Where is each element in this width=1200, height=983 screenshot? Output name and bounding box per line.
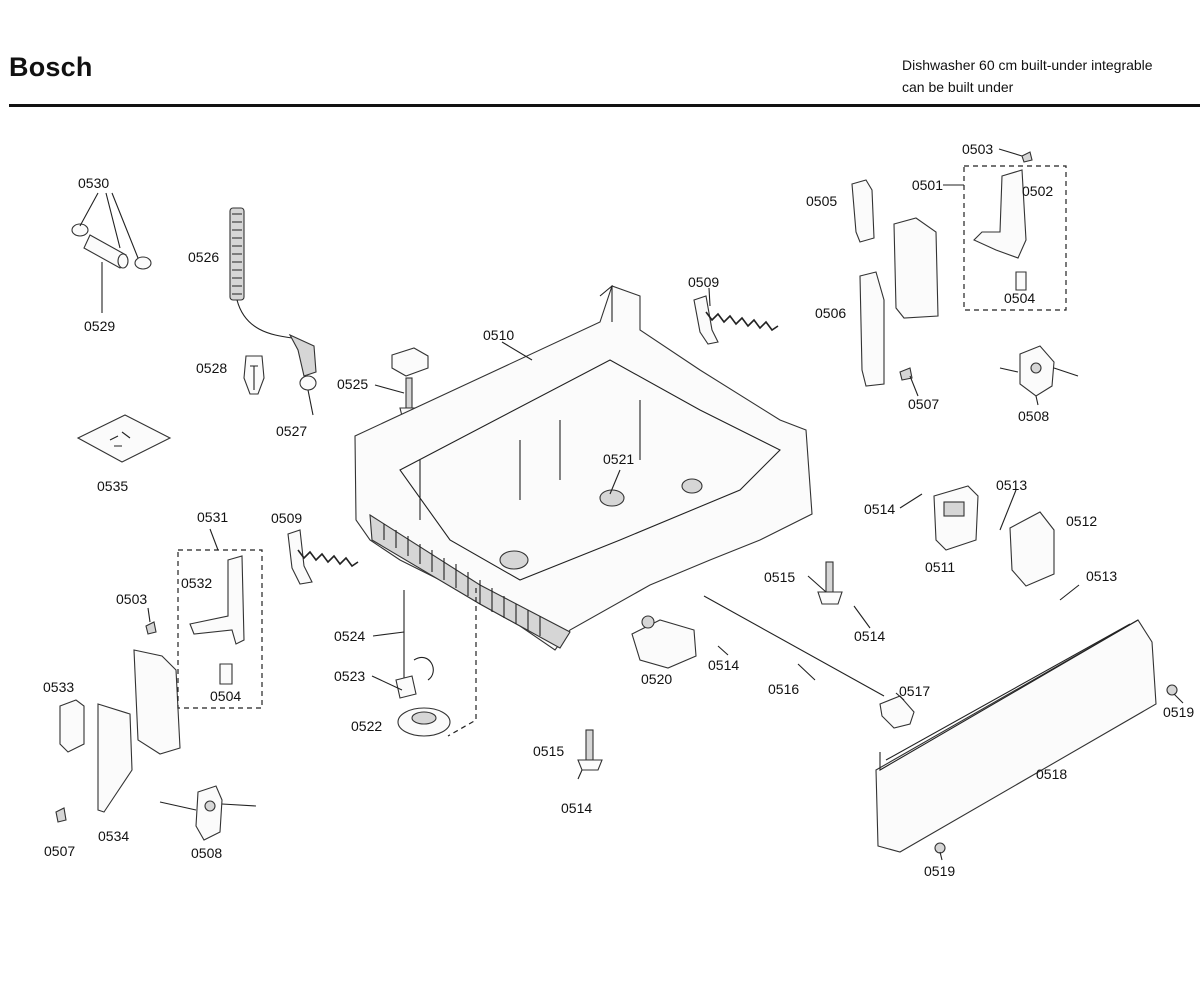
label-0509-top: 0509 bbox=[688, 274, 719, 290]
corrugated-hose-part bbox=[229, 207, 317, 391]
label-0508-right: 0508 bbox=[1018, 408, 1049, 424]
label-0518: 0518 bbox=[1036, 766, 1067, 782]
label-0506: 0506 bbox=[815, 305, 846, 321]
label-0512: 0512 bbox=[1066, 513, 1097, 529]
label-0524: 0524 bbox=[334, 628, 365, 644]
group-line-0522 bbox=[447, 588, 477, 737]
label-0515-right: 0515 bbox=[764, 569, 795, 585]
hinge-plate-left-part bbox=[97, 555, 245, 813]
label-0514-d: 0514 bbox=[561, 800, 592, 816]
header-rule bbox=[9, 104, 1200, 107]
label-0526: 0526 bbox=[188, 249, 219, 265]
label-0505: 0505 bbox=[806, 193, 837, 209]
label-0503-left: 0503 bbox=[116, 591, 147, 607]
label-0514-c: 0514 bbox=[708, 657, 739, 673]
screw-small-parts bbox=[55, 151, 1033, 823]
label-0509-left: 0509 bbox=[271, 510, 302, 526]
label-0515-lower: 0515 bbox=[533, 743, 564, 759]
drain-valve-part bbox=[631, 615, 697, 669]
base-frame-part bbox=[354, 284, 813, 651]
hinge-spring-left-part bbox=[287, 529, 359, 585]
label-0513-right: 0513 bbox=[1086, 568, 1117, 584]
label-0514-a: 0514 bbox=[864, 501, 895, 517]
label-0507-right: 0507 bbox=[908, 396, 939, 412]
label-0527: 0527 bbox=[276, 423, 307, 439]
label-0533: 0533 bbox=[43, 679, 74, 695]
label-0522: 0522 bbox=[351, 718, 382, 734]
sleeve-with-clamps-part bbox=[71, 223, 152, 270]
label-0529: 0529 bbox=[84, 318, 115, 334]
hinge-plate-right-part bbox=[851, 169, 1027, 387]
brand-title: Bosch bbox=[9, 52, 93, 82]
label-0530: 0530 bbox=[78, 175, 109, 191]
screw-bag-part bbox=[76, 414, 172, 463]
label-0519-right: 0519 bbox=[1163, 704, 1194, 720]
kickboard-screw-parts bbox=[934, 684, 1178, 854]
label-0521: 0521 bbox=[603, 451, 634, 467]
hose-clip-part bbox=[243, 355, 265, 395]
group-box-0501 bbox=[963, 165, 1067, 311]
support-rod-part bbox=[703, 595, 885, 697]
side-bracket-part bbox=[59, 699, 85, 753]
kickboard-part bbox=[875, 619, 1157, 853]
foot-screw-right-part bbox=[817, 561, 843, 605]
label-0523: 0523 bbox=[334, 668, 365, 684]
label-0508-left: 0508 bbox=[191, 845, 222, 861]
label-0511: 0511 bbox=[925, 559, 955, 575]
hinge-right-part bbox=[999, 345, 1079, 397]
switch-cover-part bbox=[1009, 511, 1055, 587]
subtitle-line-2: can be built under bbox=[902, 79, 1014, 95]
document-subtitle: Dishwasher 60 cm built-under integrable … bbox=[902, 54, 1153, 98]
label-0516: 0516 bbox=[768, 681, 799, 697]
label-0514-b: 0514 bbox=[854, 628, 885, 644]
leader-lines bbox=[79, 148, 1184, 861]
part-labels: 0501 0502 0503 0503 0504 0504 0505 0506 … bbox=[43, 141, 1194, 879]
subtitle-line-1: Dishwasher 60 cm built-under integrable bbox=[902, 57, 1153, 73]
label-0528: 0528 bbox=[196, 360, 227, 376]
label-0531: 0531 bbox=[197, 509, 228, 525]
label-0513-top: 0513 bbox=[996, 477, 1027, 493]
rod-cap-part bbox=[879, 695, 915, 729]
label-0525: 0525 bbox=[337, 376, 368, 392]
hinge-left-part bbox=[159, 785, 257, 841]
label-0510: 0510 bbox=[483, 327, 514, 343]
label-0535: 0535 bbox=[97, 478, 128, 494]
label-0534: 0534 bbox=[98, 828, 129, 844]
float-sensor-part bbox=[395, 590, 451, 737]
label-0519-lower: 0519 bbox=[924, 863, 955, 879]
group-box-0531 bbox=[177, 549, 263, 709]
label-0517: 0517 bbox=[899, 683, 930, 699]
foot-screw-lower-part bbox=[577, 729, 603, 771]
label-0501: 0501 bbox=[912, 177, 943, 193]
label-0503-top: 0503 bbox=[962, 141, 993, 157]
label-0504-top: 0504 bbox=[1004, 290, 1035, 306]
label-0504-left: 0504 bbox=[210, 688, 241, 704]
label-0507-left: 0507 bbox=[44, 843, 75, 859]
door-switch-part bbox=[933, 485, 979, 551]
label-0520: 0520 bbox=[641, 671, 672, 687]
hinge-spring-top-part bbox=[693, 295, 779, 345]
label-0502: 0502 bbox=[1022, 183, 1053, 199]
label-0532: 0532 bbox=[181, 575, 212, 591]
